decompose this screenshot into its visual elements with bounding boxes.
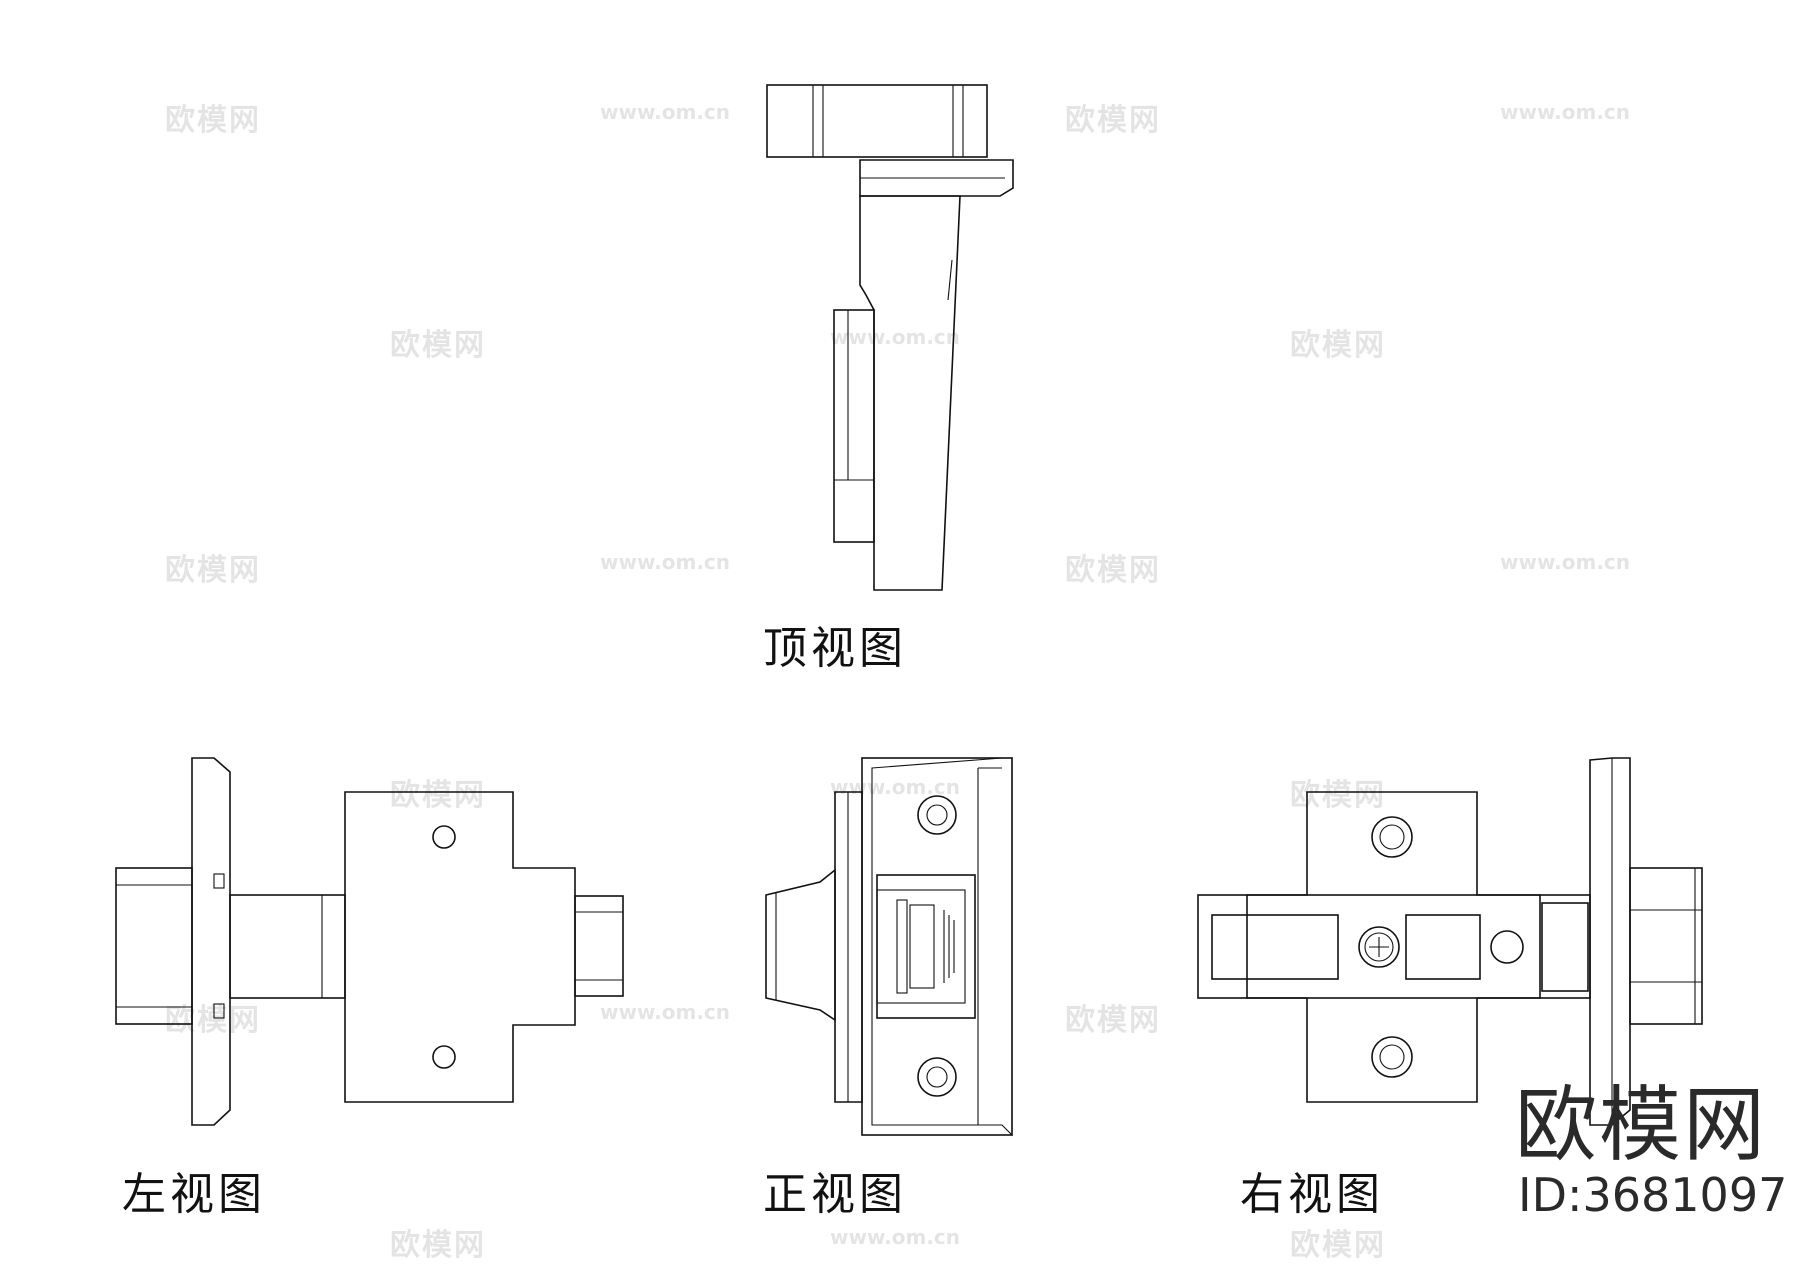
watermark-tile: 欧模网 xyxy=(390,1228,486,1263)
watermark-tile: www.om.cn xyxy=(1500,100,1631,124)
left-view-label: 左视图 xyxy=(122,1169,266,1220)
front-view-label: 正视图 xyxy=(763,1169,907,1220)
right-view-drawing xyxy=(1197,757,1703,1126)
watermark-tile: 欧模网 xyxy=(165,1003,261,1038)
watermark-tile: www.om.cn xyxy=(830,1225,961,1249)
watermark-tile: 欧模网 xyxy=(390,328,486,363)
watermark-tile: www.om.cn xyxy=(830,775,961,799)
watermark-tile: 欧模网 xyxy=(1065,1003,1161,1038)
right-view-label: 右视图 xyxy=(1240,1169,1384,1220)
watermark-tile: www.om.cn xyxy=(600,1000,731,1024)
watermark-tile: www.om.cn xyxy=(830,325,961,349)
watermark-tile: 欧模网 xyxy=(1065,553,1161,588)
watermark-tile: www.om.cn xyxy=(1500,550,1631,574)
watermark-tile: 欧模网 xyxy=(165,553,261,588)
watermark-tile: www.om.cn xyxy=(600,550,731,574)
watermark-tile: 欧模网 xyxy=(1290,1228,1386,1263)
watermark-tile: 欧模网 xyxy=(1290,778,1386,813)
watermark-tile: 欧模网 xyxy=(1290,328,1386,363)
watermark-tile: 欧模网 xyxy=(165,103,261,138)
brand-watermark: 欧模网 xyxy=(1515,1078,1768,1173)
watermark-tile: 欧模网 xyxy=(390,778,486,813)
top-view-drawing xyxy=(766,84,1014,591)
front-view-drawing xyxy=(765,757,1013,1137)
watermark-tile: www.om.cn xyxy=(600,100,731,124)
brand-id: ID:3681097 xyxy=(1518,1168,1788,1222)
left-view-drawing xyxy=(115,757,624,1126)
top-view-label: 顶视图 xyxy=(763,623,907,674)
watermark-tile: 欧模网 xyxy=(1065,103,1161,138)
